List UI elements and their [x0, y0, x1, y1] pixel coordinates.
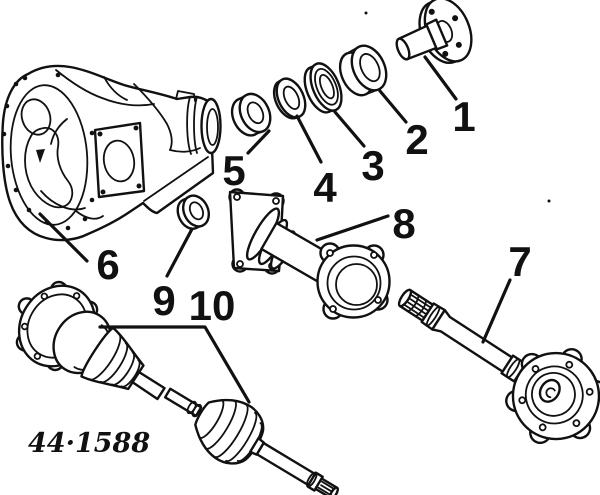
part-10-cv-axle-inner-joint	[15, 280, 166, 401]
callout-1: 1	[452, 93, 475, 140]
part-6-differential-housing	[1, 64, 222, 242]
callout-10: 10	[189, 282, 236, 329]
print-speck	[364, 11, 368, 15]
callout-5-leader	[246, 129, 271, 155]
part-3-bearing-ring	[303, 62, 343, 114]
print-speck	[547, 199, 551, 203]
callout-6: 6	[96, 241, 119, 288]
part-10-cv-axle-outer-joint	[163, 387, 339, 495]
figure-code: 44·1588	[28, 428, 150, 459]
part-7-output-shaft	[397, 288, 600, 445]
callout-9: 9	[152, 277, 175, 324]
part-4-seal-ring	[272, 77, 307, 120]
callout-6-leader	[38, 212, 89, 263]
callout-3: 3	[361, 142, 384, 189]
part-2-collar-ring	[338, 44, 388, 97]
part-1-drive-flange	[395, 0, 473, 64]
part-8-extension-housing	[228, 188, 391, 320]
callout-7: 7	[508, 238, 531, 285]
part-5-bearing	[230, 92, 272, 137]
callout-3-leader	[333, 110, 366, 148]
callout-2-leader	[378, 89, 408, 124]
callout-2: 2	[405, 116, 428, 163]
callout-8-leader	[315, 214, 390, 242]
callout-4: 4	[313, 164, 337, 211]
callout-9-leader	[165, 227, 194, 278]
callout-5: 5	[222, 147, 245, 194]
callout-8: 8	[392, 200, 415, 247]
callout-7-leader	[481, 278, 512, 344]
part-9-seal-ring	[176, 194, 211, 230]
callout-4-leader	[295, 114, 323, 164]
callout-1-leader	[423, 55, 458, 101]
callout-10-leader	[98, 325, 251, 404]
